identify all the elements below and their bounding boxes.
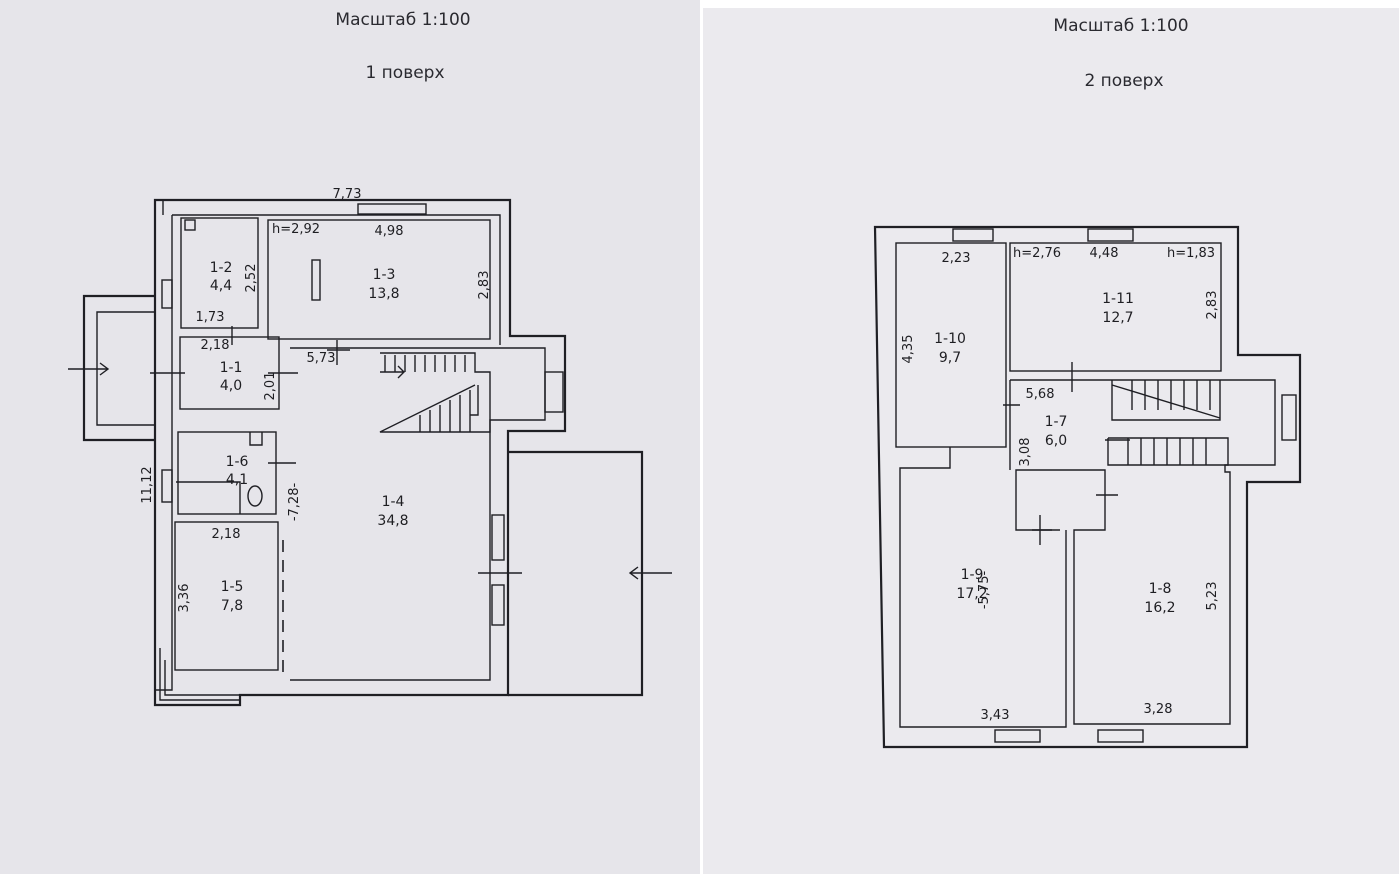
room-id-1-4: 1-4 [382, 494, 405, 510]
room-area-1-5: 7,8 [221, 598, 243, 614]
dim-total-depth: 11,12 [140, 466, 155, 503]
dim-r19-width: 3,43 [981, 708, 1010, 723]
room-area-1-3: 13,8 [368, 286, 399, 302]
room-id-1-2: 1-2 [210, 260, 233, 276]
stair-steps-floor-1 [384, 355, 471, 432]
dim-r13-height: h=2,92 [272, 222, 320, 237]
dim-r19-depth: -5,75- [977, 571, 992, 610]
page-gap [700, 0, 703, 874]
window-right-3 [491, 584, 505, 626]
floor-label-left: 1 поверх [365, 63, 444, 83]
room-outline-1-10 [895, 242, 1007, 448]
window-top-1 [357, 203, 427, 215]
dim-r12-depth: 2,52 [244, 264, 259, 293]
room-area-1-4: 34,8 [377, 513, 408, 529]
floor-2-labels: 2,23 h=2,76 4,48 h=1,83 4,35 2,83 5,68 3… [901, 246, 1220, 723]
window-left-2 [161, 469, 173, 503]
dim-r11-depth: 2,01 [263, 372, 278, 401]
dim-stair-width-2: 5,68 [1026, 387, 1055, 402]
room-area-1-10: 9,7 [939, 350, 961, 366]
room-id-1-3: 1-3 [373, 267, 396, 283]
room-area-1-8: 16,2 [1144, 600, 1175, 616]
dim-r17-depth: 3,08 [1018, 438, 1033, 467]
dim-top-width: 7,73 [333, 187, 362, 202]
door-marks-floor-2 [1003, 362, 1130, 545]
dim-r111-width: 4,48 [1090, 246, 1119, 261]
room-area-1-9: 17,2 [956, 586, 987, 602]
dim-r13-width: 4,98 [375, 224, 404, 239]
window-bottom-r1 [994, 729, 1041, 743]
window-bottom-r2 [1097, 729, 1144, 743]
dim-r11-width: 2,18 [201, 338, 230, 353]
room-id-1-6: 1-6 [226, 454, 249, 470]
window-top-r2 [1087, 228, 1134, 242]
stairs-floor-2 [1107, 380, 1229, 466]
room-outline-1-9 [899, 447, 1067, 728]
floor-label-right: 2 поверх [1084, 71, 1163, 91]
window-top-r1 [952, 228, 994, 242]
floor-1-plan [68, 198, 672, 707]
floor-1-labels: 7,73 h=2,92 4,98 2,52 2,83 1,73 2,18 2,0… [140, 187, 492, 614]
room-id-1-10: 1-10 [934, 331, 966, 347]
window-right-r1 [1281, 394, 1297, 441]
shower-outline [176, 481, 241, 514]
dim-stair-width: 5,73 [307, 351, 336, 366]
toilet-icon [247, 485, 263, 507]
room-outline-1-7-1-8 [1009, 379, 1276, 725]
sheet-floor-1 [0, 0, 700, 874]
stairs-floor-1 [379, 352, 491, 433]
room-id-1-5: 1-5 [221, 579, 244, 595]
window-right-1 [544, 371, 564, 413]
chimney [311, 259, 321, 301]
door-marks-floor-1 [150, 326, 522, 574]
boiler-icon [184, 219, 196, 231]
room-id-1-8: 1-8 [1149, 581, 1172, 597]
stair-arrow-floor-1 [380, 365, 479, 416]
left-porch-outer [82, 294, 155, 442]
dim-r111-h: h=2,76 [1013, 246, 1061, 261]
dim-r18-depth: 5,23 [1205, 582, 1220, 611]
floor-2-plan [873, 225, 1302, 749]
scale-label-right: Масштаб 1:100 [1053, 16, 1188, 36]
room-outline-1-4 [290, 347, 546, 681]
dim-r15-depth: 3,36 [177, 584, 192, 613]
stair-steps-floor-2 [1111, 380, 1221, 465]
dim-r12-width: 1,73 [196, 310, 225, 325]
room-id-1-11: 1-11 [1102, 291, 1134, 307]
inner-wall-line [155, 200, 501, 691]
dim-r110-depth: 4,35 [901, 335, 916, 364]
window-left-1 [161, 279, 173, 309]
room-id-1-9: 1-9 [961, 567, 984, 583]
dim-r110-width: 2,23 [942, 251, 971, 266]
bay-lines [159, 648, 240, 701]
dim-r15-width: 2,18 [212, 527, 241, 542]
room-area-1-7: 6,0 [1045, 433, 1067, 449]
dim-r13-depth: 2,83 [477, 271, 492, 300]
dim-r14-depth: -7,28- [287, 483, 302, 522]
outer-wall-floor-1 [153, 198, 567, 707]
dim-r111-depth: 2,83 [1205, 291, 1220, 320]
scale-label-left: Масштаб 1:100 [335, 10, 470, 30]
room-outline-1-11 [1009, 242, 1222, 372]
room-area-1-1: 4,0 [220, 378, 242, 394]
dim-r111-h2: h=1,83 [1167, 246, 1215, 261]
outer-wall-floor-2 [873, 225, 1302, 749]
sink-icon [249, 432, 263, 446]
room-outline-1-2 [180, 217, 259, 329]
room-outline-1-6 [177, 431, 277, 515]
dim-r18-width: 3,28 [1144, 702, 1173, 717]
room-area-1-2: 4,4 [210, 278, 232, 294]
room-id-1-1: 1-1 [220, 360, 243, 376]
right-terrace [508, 450, 644, 697]
room-area-1-11: 12,7 [1102, 310, 1133, 326]
sheet-floor-2 [703, 8, 1399, 874]
entry-arrow-left [68, 362, 110, 376]
window-right-2 [491, 514, 505, 561]
room-area-1-6: 4,1 [226, 472, 248, 488]
room-id-1-7: 1-7 [1045, 414, 1068, 430]
entry-arrow-right [628, 566, 672, 580]
room-outline-1-5 [174, 521, 279, 671]
room-outline-1-3 [267, 219, 491, 340]
